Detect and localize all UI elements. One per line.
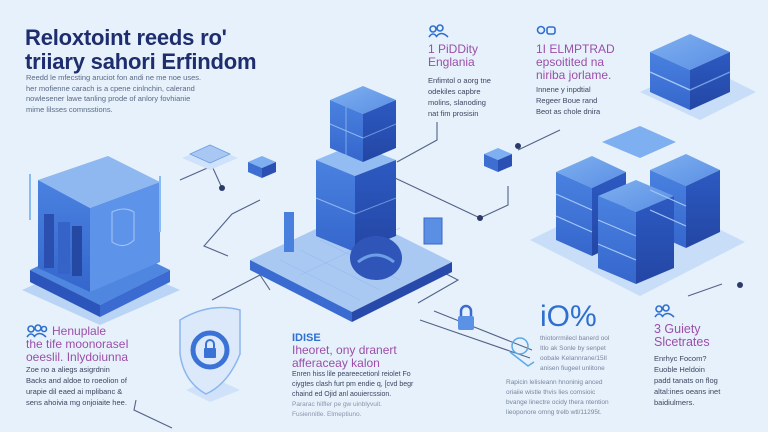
heading-line: 1I ELMPTRAD [536, 42, 615, 56]
body-line: Euoble Heldoin [654, 365, 705, 374]
section-label: IDISE [292, 332, 321, 344]
storage-cluster-right [530, 126, 745, 296]
body-line: sens ahoivia mg onjoiaite hee. [26, 398, 127, 407]
section-bottom-middle: IDISE Iheoret, ony dranert afferaceay ka… [292, 332, 462, 420]
floating-cube-small-b [248, 156, 276, 178]
heading-line: 3 Guiety [654, 322, 701, 336]
floating-cube-small-c [484, 148, 512, 172]
heading-line: 1 PiDDity [428, 42, 479, 56]
body-line: anisen fiugeel unlitone [540, 365, 605, 372]
body-line: Beot as chole dnira [536, 107, 601, 116]
people-group-icon [536, 25, 556, 35]
body-line: molins, slanoding [428, 98, 486, 107]
section-top-middle: 1 PiDDity Englania Enfimtol o aorg tne o… [428, 24, 518, 119]
body-line: padd tanats on flog [654, 376, 718, 385]
title-line-1: Reloxtoint reeds ro' [25, 25, 227, 50]
heading-line: Englania [428, 55, 475, 69]
body-line: lieoponore omng trelb wtl/11295t. [506, 409, 602, 416]
body-line: bvange linectre ocidy thera ntention [506, 399, 609, 406]
heading-line: the tife moonoraseI [26, 337, 129, 351]
body-line: Itlo ak Sonle by senpet [540, 345, 606, 352]
heading-line: oeeslil. Inlydoiunna [26, 350, 129, 364]
section-heading: the tife moonoraseI oeeslil. Inlydoiunna [26, 338, 156, 364]
section-bottom-stat: iO% thiotorrmilecl banerd ool Itlo ak So… [540, 300, 650, 374]
floating-cube-small-a [182, 144, 238, 170]
people-group-icon [654, 304, 675, 318]
section-heading: 1 PiDDity Englania [428, 43, 518, 69]
padlock-graphic [458, 304, 474, 330]
body-line: Enrhyc Focom? [654, 354, 707, 363]
section-top-right: 1I ELMPTRAD epsoitited na niriba jorlame… [536, 24, 636, 117]
heading-line: Iheoret, ony dranert [292, 343, 397, 357]
section-body: Enrhyc Focom? Euoble Heldoin padd tanats… [654, 353, 764, 408]
muted-line: Fusiennitle. Elmeptiuno. [292, 411, 362, 418]
body-line: nat fim prosisin [428, 109, 479, 118]
section-heading-row: Henuplale [26, 324, 156, 338]
intro-paragraph: Reedd le mfecsting aruciot fon andi ne m… [26, 73, 236, 115]
heading-line: Henuplale [52, 323, 107, 338]
body-line: Rapicin lelisleann hnoninig anced [506, 379, 603, 386]
title-line-2: triiary sahori Erfindom [25, 49, 257, 74]
body-line: Enfimtol o aorg tne [428, 76, 491, 85]
body-line: baidiulmers. [654, 398, 695, 407]
body-line: urapie dil eaed ai mplibanc & [26, 387, 123, 396]
section-body: Enren hiss lile peareecetionl reiolet Fo… [292, 370, 462, 400]
heading-line: niriba jorlame. [536, 68, 612, 82]
body-line: chaind ed Ojid anl aouiercssion. [292, 391, 392, 398]
gear-link-graphic [509, 337, 535, 367]
heading-line: epsoitited na [536, 55, 605, 69]
section-muted: Pararac hilfler pe gw uinblyvuit. Fusien… [292, 400, 462, 420]
section-bottom-left: Henuplale the tife moonoraseI oeeslil. I… [26, 324, 156, 408]
body-line: altal:ines oeans inet [654, 387, 721, 396]
section-heading: 3 Guiety Slcetrates [654, 323, 764, 349]
body-line: thiotorrmilecl banerd ool [540, 335, 610, 342]
body-line: oriaiie wistle thvis lies comsioic [506, 389, 596, 396]
heading-line: afferaceay kalon [292, 356, 380, 370]
body-line: Innene y inpdtial [536, 85, 591, 94]
body-line: Enren hiss lile peareecetionl reiolet Fo [292, 371, 411, 378]
section-bottom-stat-extra: Rapicin lelisleann hnoninig anced oriaii… [506, 378, 636, 418]
body-line: Regeer Boue rand [536, 96, 598, 105]
shield-lock-icon-graphic [179, 306, 241, 402]
page-title: Reloxtoint reeds ro' triiary sahori Erfi… [25, 25, 257, 74]
intro-line: nowlesener lawe tanling prode of anlory … [26, 94, 191, 103]
section-heading: Iheoret, ony dranert afferaceay kalon [292, 344, 462, 370]
intro-line: Reedd le mfecsting aruciot fon andi ne m… [26, 73, 202, 82]
central-server-tower [250, 86, 452, 322]
section-bottom-right: 3 Guiety Slcetrates Enrhyc Focom? Euoble… [654, 304, 764, 408]
body-line: Backs and aldoe to roeolion of [26, 376, 127, 385]
section-body: Enfimtol o aorg tne odekiles capbre moli… [428, 75, 518, 119]
body-line: ciygtes clash furt pm endie q, [cvd begr [292, 381, 414, 388]
section-body: Zoe no a aliegs asigrdnin Backs and aldo… [26, 364, 156, 408]
server-rack-left [22, 156, 180, 325]
section-body: Innene y inpdtial Regeer Boue rand Beot … [536, 84, 636, 117]
people-group-icon [26, 324, 48, 338]
muted-line: Pararac hilfler pe gw uinblyvuit. [292, 401, 382, 408]
stat-value: iO% [540, 300, 597, 333]
body-line: oobale Kelannrane/15Il [540, 355, 607, 362]
section-heading: 1I ELMPTRAD epsoitited na niriba jorlame… [536, 43, 636, 82]
intro-line: her mofienne carach is a cpene cinlnchin… [26, 83, 195, 93]
body-line: odekiles capbre [428, 87, 481, 96]
intro-line: mime lilsses comnsstions. [26, 104, 113, 114]
heading-line: Slcetrates [654, 335, 710, 349]
section-body: thiotorrmilecl banerd ool Itlo ak Sonle … [540, 334, 650, 374]
people-group-icon [428, 24, 449, 38]
body-line: Zoe no a aliegs asigrdnin [26, 365, 110, 374]
storage-block-top-right [640, 34, 756, 120]
